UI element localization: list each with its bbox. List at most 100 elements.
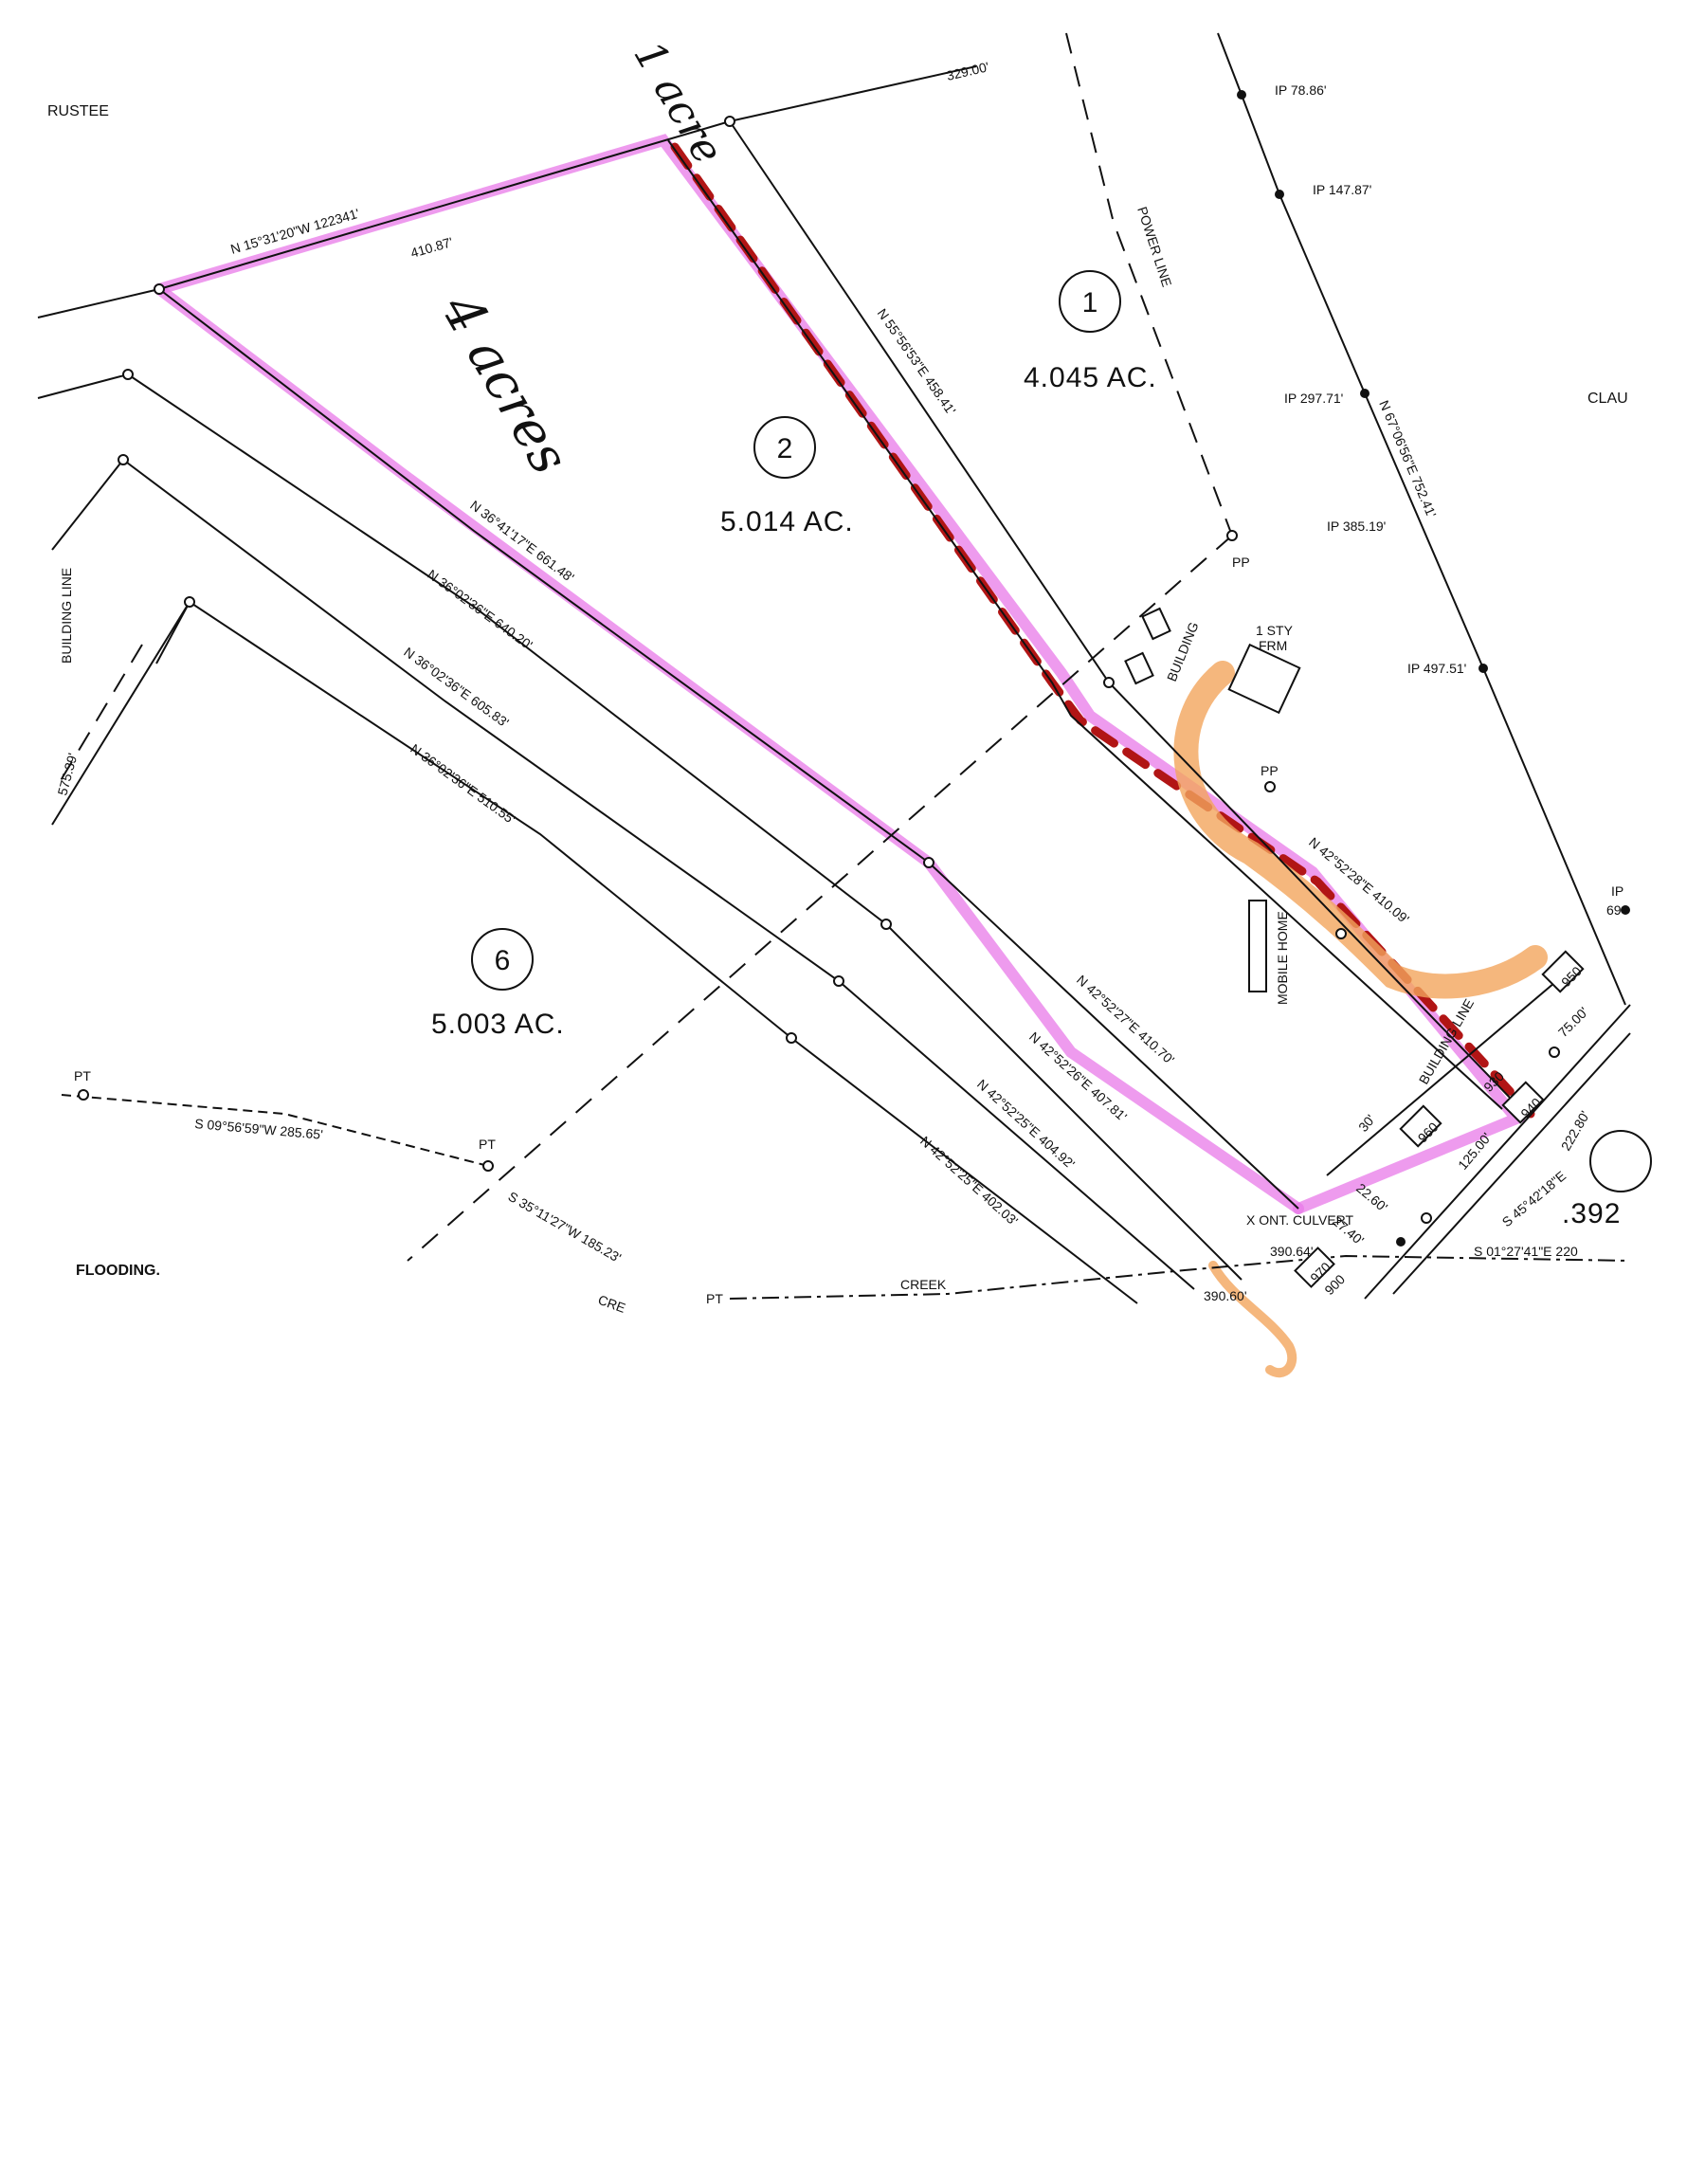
- pin-marker: [724, 116, 735, 127]
- pin-marker: [154, 283, 165, 295]
- lot-number-6: 6: [495, 945, 511, 976]
- ip-dot: [1478, 664, 1488, 673]
- flooding-label: FLOODING.: [76, 1263, 160, 1279]
- pt-label-3: PT: [706, 1291, 723, 1306]
- ip-dot: [1360, 389, 1370, 398]
- power-line: [1065, 32, 1233, 537]
- ip-label-2: IP 147.87': [1313, 182, 1371, 197]
- clau-label: CLAU: [1587, 391, 1628, 407]
- creek-line: [729, 1254, 1631, 1300]
- pin-marker: [1549, 1046, 1560, 1058]
- lot1-west-boundary: [729, 120, 1513, 1101]
- trustee-label: RUSTEE: [47, 103, 109, 119]
- building-line-left-label: BUILDING LINE: [59, 568, 74, 664]
- top-distance: 329.00': [945, 59, 990, 83]
- distance-390-64: 390.64': [1270, 1244, 1314, 1259]
- ip-label-5: IP 497.51': [1407, 661, 1466, 676]
- ip-dot: [1275, 190, 1284, 199]
- ip-dot: [1237, 90, 1246, 100]
- pt-label-1: PT: [74, 1068, 91, 1083]
- pin-marker: [122, 369, 134, 380]
- lot-line-b: [51, 458, 1195, 1290]
- pp-label-2: PP: [1261, 763, 1279, 778]
- south-bearing-2: S 35°11'27"W 185.23': [506, 1189, 625, 1265]
- north-boundary: [37, 65, 977, 318]
- lot1-bearing: N 55°56'53"E 458.41': [875, 306, 959, 418]
- building-line-se: [1326, 966, 1574, 1176]
- west-lot-line: [51, 601, 190, 826]
- pin-marker: [1226, 530, 1238, 541]
- lot-line-c-bearing: N 36°02'36"E 510.55': [408, 740, 518, 827]
- distance-30: 30': [1355, 1112, 1378, 1135]
- creek-label-partial: CRE: [596, 1292, 627, 1316]
- pin-marker: [482, 1160, 494, 1172]
- lot-1-circle: [1059, 270, 1121, 333]
- address-box-960: [1399, 1104, 1442, 1148]
- lot-line-d-bearing: N 42°52'27"E 410.70': [1074, 972, 1177, 1067]
- pin-marker: [833, 975, 844, 987]
- lot2-side-bearing: N 36°41'17"E 661.48': [467, 498, 577, 586]
- lot-line-b-bearing: N 36°02'36"E 605.83': [401, 644, 512, 730]
- lot-area-1: 4.045 AC.: [1024, 362, 1157, 393]
- address-box-970: [1294, 1247, 1335, 1288]
- lot2-west-boundary: [158, 288, 1299, 1210]
- ip-label-4: IP 385.19': [1327, 519, 1386, 534]
- ip-dot: [1396, 1237, 1406, 1247]
- bearing-s01: S 01°27'41"E 220: [1474, 1244, 1578, 1259]
- ip-label-6-num: 69: [1606, 902, 1622, 918]
- value-392: .392: [1562, 1198, 1621, 1229]
- lot-line-g-bearing: N 42°52'25"E 402.03': [917, 1133, 1021, 1228]
- road-edge-2: [1392, 1032, 1631, 1295]
- lot-edge-circle: [1589, 1130, 1652, 1192]
- pt-label-2: PT: [479, 1137, 496, 1152]
- lot-line-a-bearing: N 36°02'36"E 640.20': [425, 566, 535, 652]
- pin-marker: [1335, 928, 1347, 939]
- east-boundary: [1217, 32, 1626, 1006]
- ip-label-3: IP 297.71': [1284, 391, 1343, 406]
- highlight-lot2-outline: [154, 134, 1526, 1214]
- lot-area-6: 5.003 AC.: [431, 1009, 565, 1040]
- pin-marker: [118, 454, 129, 465]
- building-shed-2: [1124, 651, 1154, 685]
- pin-marker: [184, 596, 195, 608]
- handwritten-four-acres: 4 acres: [428, 283, 580, 484]
- distance-575: 575.39': [54, 752, 80, 797]
- lot-6-circle: [471, 928, 534, 991]
- lot-number-1: 1: [1082, 287, 1098, 318]
- lot2-top-distance: 410.87': [408, 234, 454, 261]
- building-shed-1: [1141, 607, 1171, 641]
- address-box-950: [1541, 950, 1585, 993]
- pp-label-1: PP: [1232, 555, 1250, 570]
- power-line-label: POWER LINE: [1134, 205, 1174, 289]
- road-edge: [1364, 1004, 1631, 1300]
- pin-marker: [1264, 781, 1276, 792]
- frame-label: FRM: [1259, 638, 1287, 653]
- pin-marker: [1103, 677, 1115, 688]
- orange-highlight-building: [1173, 661, 1548, 999]
- lot-line-a: [37, 373, 1243, 1281]
- address-box-940: [1501, 1081, 1545, 1124]
- ip-label-6: IP: [1611, 883, 1624, 899]
- lot2-east-boundary: [667, 139, 1503, 1110]
- distance-22-60: 22.60': [1353, 1180, 1390, 1215]
- lot-2-circle: [753, 416, 816, 479]
- mobile-home-outline: [1248, 900, 1267, 992]
- frame-house: [1227, 643, 1301, 715]
- pin-marker: [786, 1032, 797, 1044]
- west-building-line: [56, 644, 143, 788]
- distance-222-80: 222.80': [1558, 1108, 1593, 1153]
- ip-label-1: IP 78.86': [1275, 82, 1327, 98]
- lot-line-f-bearing: N 42°52'25"E 404.92': [974, 1076, 1078, 1172]
- power-line-spur: [407, 535, 1233, 1262]
- ip-dot: [1621, 905, 1630, 915]
- pin-marker: [923, 857, 934, 868]
- culvert-label: X ONT. CULVERT: [1246, 1212, 1354, 1228]
- pin-marker: [1421, 1212, 1432, 1224]
- east-boundary-bearing: N 67°06'56"E 752.41': [1376, 398, 1440, 519]
- lot-line-c: [155, 600, 1138, 1304]
- mobile-home-label: MOBILE HOME: [1275, 911, 1290, 1005]
- one-story-label: 1 STY: [1256, 623, 1294, 638]
- distance-75: 75.00': [1555, 1004, 1591, 1040]
- creek-label: CREEK: [900, 1277, 947, 1292]
